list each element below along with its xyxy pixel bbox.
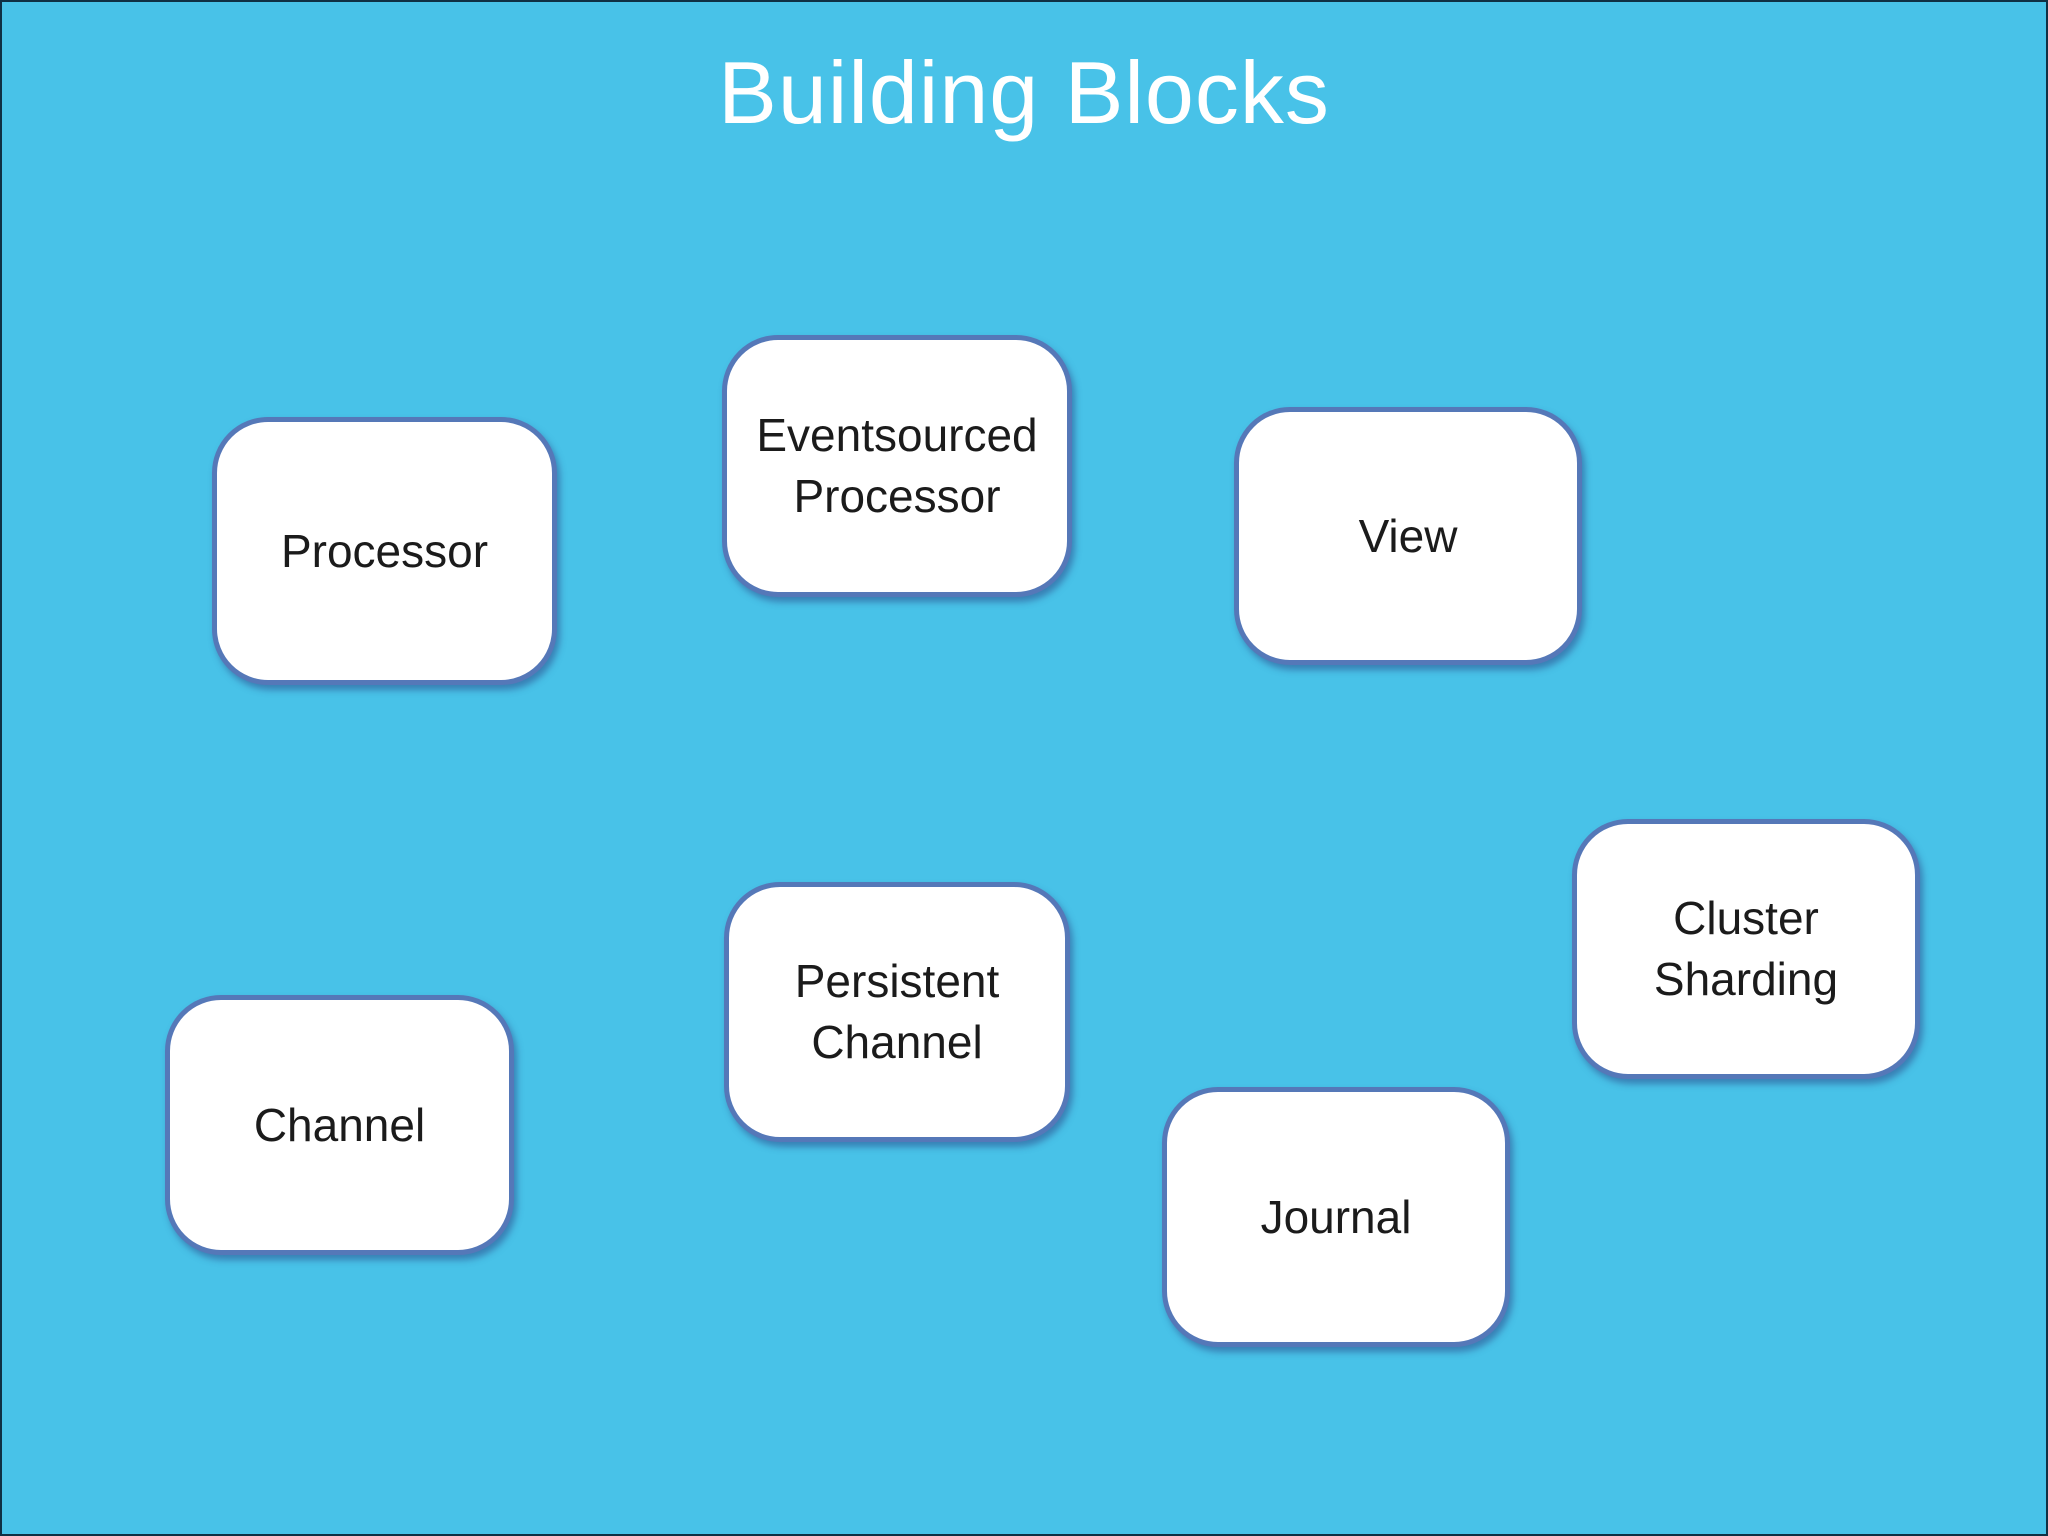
block-channel: Channel: [165, 995, 514, 1255]
block-view: View: [1234, 407, 1582, 665]
block-eventsourced-processor: Eventsourced Processor: [722, 335, 1072, 597]
block-persistent-channel: Persistent Channel: [724, 882, 1070, 1142]
block-persistent-channel-label: Persistent Channel: [794, 955, 1000, 1068]
block-cluster-sharding-label: Cluster Sharding: [1653, 892, 1839, 1005]
slide-title: Building Blocks: [718, 43, 1330, 142]
block-channel-label: Channel: [253, 1098, 426, 1151]
block-cluster-sharding: Cluster Sharding: [1572, 819, 1920, 1079]
block-view-label: View: [1358, 509, 1458, 562]
block-journal-label: Journal: [1260, 1190, 1412, 1243]
block-eventsourced-processor-label: Eventsourced Processor: [756, 409, 1038, 522]
block-processor: Processor: [212, 417, 557, 685]
block-processor-label: Processor: [280, 524, 489, 577]
block-journal: Journal: [1162, 1087, 1510, 1347]
